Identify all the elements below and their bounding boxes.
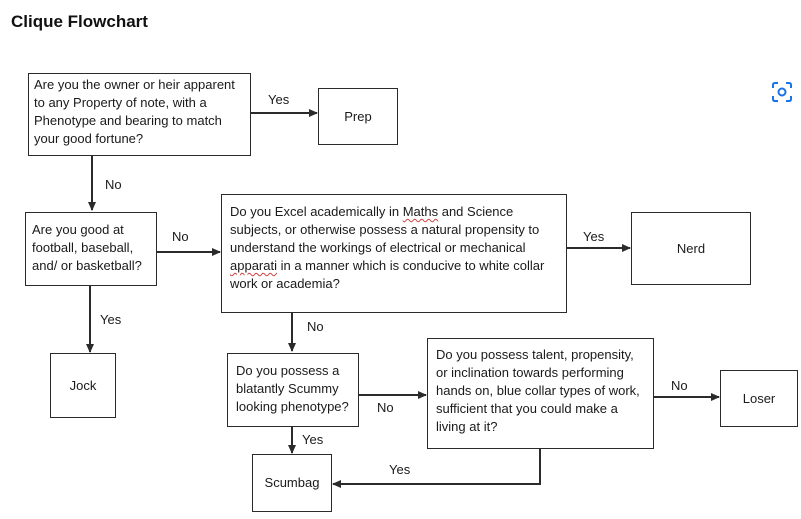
edge-label-scummy-yes: Yes — [302, 432, 324, 447]
question-talent-text: Do you possess talent, propensity, or in… — [436, 347, 640, 434]
page-title: Clique Flowchart — [11, 12, 148, 31]
nerd-label: Nerd — [676, 240, 706, 256]
nerd-box: Nerd — [631, 212, 751, 285]
question-academic-apparati: apparati — [230, 258, 277, 273]
question-scummy-text: Do you possess a blatantly Scummy lookin… — [236, 363, 349, 414]
loser-label: Loser — [742, 390, 776, 406]
question-academic-text-2: and Science subjects, or otherwise posse… — [230, 204, 540, 255]
lens-scan-icon — [772, 82, 792, 102]
question-scummy-box: Do you possess a blatantly Scummy lookin… — [227, 353, 359, 427]
prep-box: Prep — [318, 88, 398, 145]
edge-label-owner-no: No — [105, 177, 122, 192]
loser-box: Loser — [720, 370, 798, 427]
jock-box: Jock — [50, 353, 116, 418]
scumbag-box: Scumbag — [252, 454, 332, 512]
question-academic-maths: Maths — [402, 204, 439, 219]
edge-label-talent-no: No — [671, 378, 688, 393]
question-academic-box: Do you Excel academically in Maths and S… — [221, 194, 567, 313]
edge-label-academic-no: No — [307, 319, 324, 334]
question-owner-box: Are you the owner or heir apparent to an… — [28, 73, 251, 156]
question-sports-box: Are you good at football, baseball, and/… — [25, 212, 157, 286]
scumbag-label: Scumbag — [264, 475, 320, 490]
jock-label: Jock — [69, 377, 97, 393]
edge-talent-scumbag — [332, 449, 541, 488]
prep-label: Prep — [344, 108, 372, 124]
question-owner-text: Are you the owner or heir apparent to an… — [34, 77, 235, 146]
edge-label-talent-yes: Yes — [389, 462, 411, 477]
lens-button[interactable] — [765, 75, 799, 109]
question-sports-text: Are you good at football, baseball, and/… — [32, 222, 142, 273]
edge-label-scummy-no: No — [377, 400, 394, 415]
edge-label-sports-yes: Yes — [100, 312, 122, 327]
question-academic-text-1: Do you Excel academically in — [230, 204, 403, 219]
edge-label-owner-yes: Yes — [268, 92, 290, 107]
question-academic-text-3: in a manner which is conducive to white … — [230, 258, 545, 291]
edge-label-sports-no: No — [172, 229, 189, 244]
edge-label-academic-yes: Yes — [583, 229, 605, 244]
question-talent-box: Do you possess talent, propensity, or in… — [427, 338, 654, 449]
